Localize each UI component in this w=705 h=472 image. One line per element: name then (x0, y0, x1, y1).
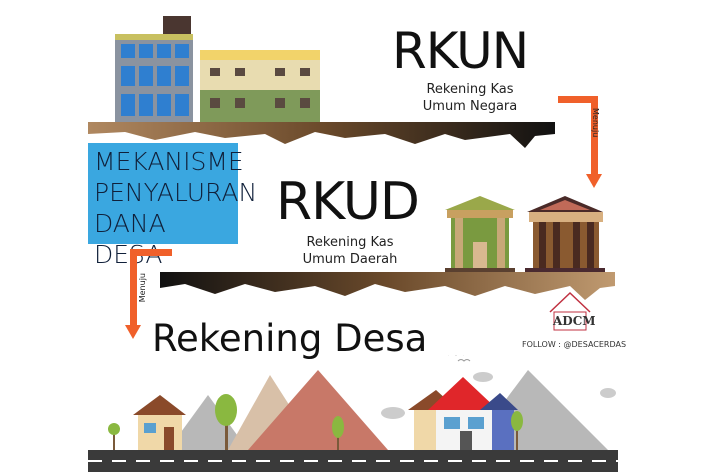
rkud-line1: Rekening Kas (306, 235, 394, 250)
main-title-box: MEKANISME PENYALURAN DANA DESA (88, 143, 258, 269)
arrow-rkud-to-rekening-desa: Menuju (125, 249, 174, 344)
rkun-title: RKUN (392, 22, 529, 80)
adcm-logo: ADCM FOLLOW : @DESACERDAS (520, 290, 626, 350)
logo-text: ADCM (553, 314, 596, 328)
arrow-rkun-to-rkud: Menuju (558, 96, 602, 196)
rkun-line1: Rekening Kas (426, 82, 514, 97)
village-scenery-illustration (88, 355, 618, 472)
regional-buildings-illustration (160, 196, 615, 300)
arrow-label: Menuju (591, 108, 600, 138)
rkud-subtitle: Rekening Kas Umum Daerah (290, 234, 410, 268)
follow-handle: FOLLOW : @DESACERDAS (522, 340, 627, 349)
rkud-line2: Umum Daerah (302, 252, 398, 267)
rkud-title: RKUD (276, 172, 420, 232)
arrow-label-2: Menuju (138, 273, 147, 303)
title-line1: MEKANISME (94, 147, 244, 176)
rekening-desa-title: Rekening Desa (152, 317, 428, 360)
title-line3: DANA DESA (94, 209, 166, 269)
government-buildings-illustration (88, 16, 555, 148)
title-line2: PENYALURAN (94, 178, 258, 207)
rkun-line2: Umum Negara (422, 99, 518, 114)
rkun-subtitle: Rekening Kas Umum Negara (410, 81, 530, 115)
house-logo-icon (549, 291, 591, 331)
